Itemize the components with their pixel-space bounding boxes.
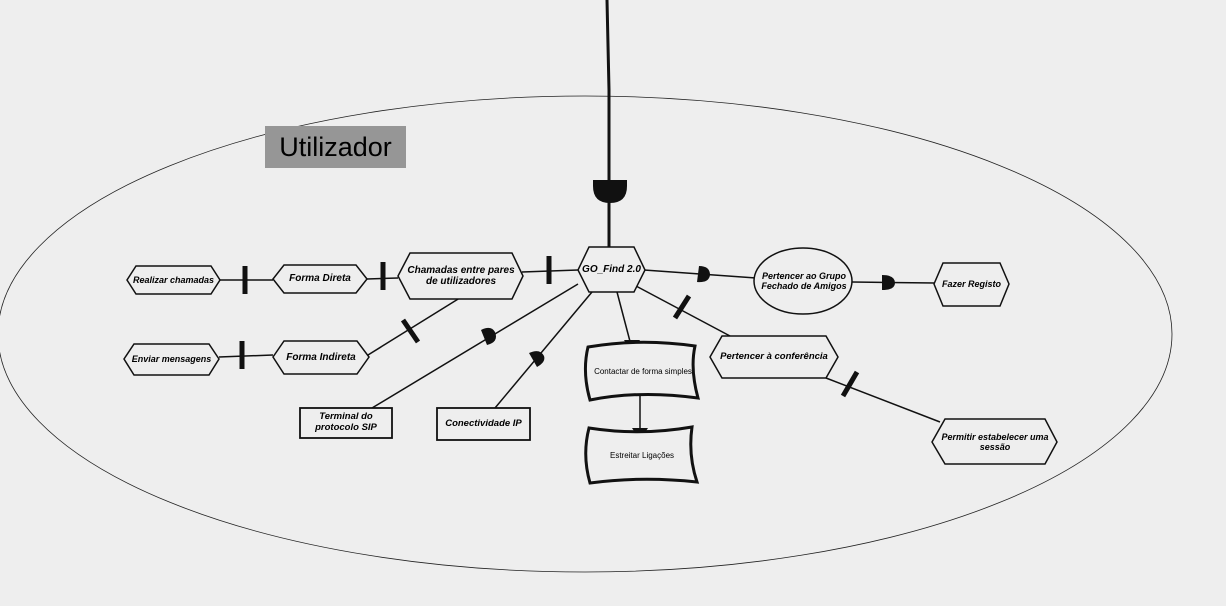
- link-root-contactar: [616, 291, 633, 350]
- dependency-d-marker: [697, 266, 710, 283]
- goal-forma-indireta[interactable]: [272, 340, 370, 375]
- goal-pertencer-conferencia-label: Pertencer à conferência: [720, 350, 828, 362]
- resource-conectividade-ip[interactable]: [436, 407, 531, 441]
- goal-fazer-registo-label: Fazer Registo: [941, 279, 1001, 290]
- dependency-d-marker: [529, 351, 545, 367]
- goal-forma-direta-label: Forma Direta: [289, 273, 351, 285]
- goal-realizar-chamadas[interactable]: [126, 265, 221, 295]
- belief-contactar[interactable]: [583, 340, 701, 402]
- dependency-d-marker: [882, 275, 895, 290]
- link-conferencia-sessao: [825, 377, 941, 423]
- goal-forma-direta[interactable]: [272, 264, 368, 294]
- goal-forma-indireta-label: Forma Indireta: [286, 351, 356, 363]
- actor-boundary: [0, 95, 1173, 573]
- dependency-d-marker: [593, 180, 627, 203]
- goal-go-find[interactable]: [577, 246, 646, 293]
- goal-fazer-registo[interactable]: [933, 262, 1010, 307]
- link-bar: [840, 370, 860, 398]
- link-root-conectividade: [494, 291, 593, 409]
- link-enviar-indireta: [218, 354, 274, 358]
- goal-chamadas-pares[interactable]: [397, 252, 524, 300]
- softgoal-pertencer-grupo-label: Pertencer ao Grupo Fechado de Amigos: [761, 270, 847, 291]
- goal-chamadas-pares-label: Chamadas entre pares de utilizadores: [407, 264, 515, 288]
- goal-permitir-sessao[interactable]: [931, 418, 1058, 465]
- goal-permitir-sessao-label: Permitir estabelecer uma sessão: [941, 431, 1049, 452]
- dependency-d-marker: [481, 327, 496, 345]
- link-bar: [400, 318, 421, 344]
- link-root-conferencia: [635, 285, 731, 337]
- link-root-terminal: [371, 283, 579, 409]
- goal-pertencer-conferencia[interactable]: [709, 335, 839, 379]
- belief-estreitar[interactable]: [584, 425, 700, 485]
- resource-conectividade-ip-label: Conectividade IP: [445, 417, 522, 429]
- resource-terminal-sip[interactable]: [299, 407, 393, 439]
- dependency-line-top: [605, 0, 611, 248]
- actor-label: Utilizador: [265, 126, 406, 168]
- goal-go-find-label: GO_Find 2.0: [582, 263, 641, 275]
- belief-contactar-label: Contactar de forma simples: [594, 367, 692, 377]
- link-indireta-chamadas: [367, 295, 464, 356]
- resource-terminal-sip-label: Terminal do protocolo SIP: [315, 411, 377, 433]
- belief-estreitar-label: Estreitar Ligações: [609, 451, 675, 461]
- link-bar: [672, 294, 692, 320]
- softgoal-pertencer-grupo[interactable]: [753, 247, 853, 315]
- goal-realizar-chamadas-label: Realizar chamadas: [132, 274, 215, 285]
- goal-enviar-mensagens[interactable]: [123, 343, 220, 376]
- goal-enviar-mensagens-label: Enviar mensagens: [131, 354, 212, 365]
